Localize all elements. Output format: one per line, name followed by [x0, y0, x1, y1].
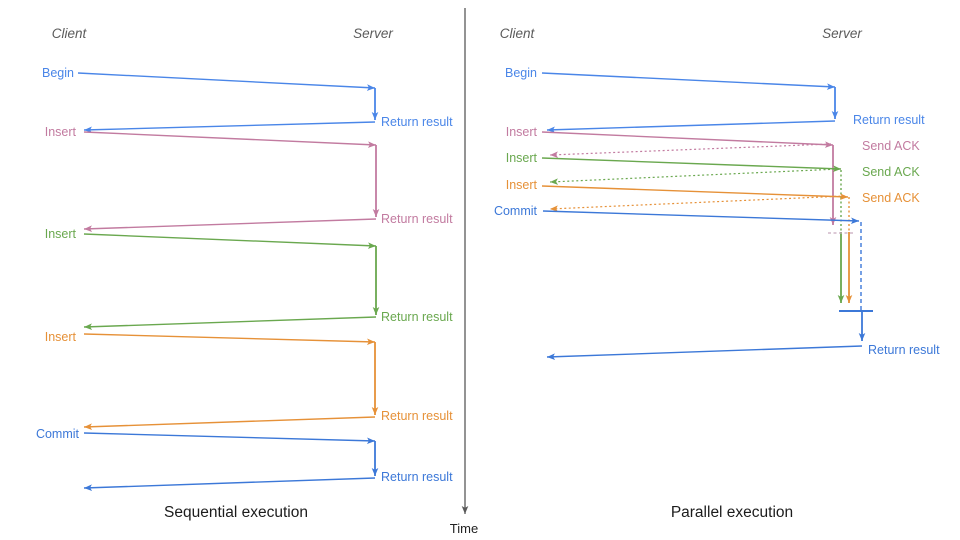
time-axis: Time — [450, 8, 478, 536]
par-commit-request-line — [542, 210, 860, 225]
seq-insert1-return-line — [83, 218, 377, 233]
seq-insert3-request-line — [83, 333, 376, 346]
sequential-diagram: Client Server Begin Return result Insert… — [36, 26, 453, 521]
seq-insert3-label: Insert — [45, 330, 77, 344]
time-axis-label: Time — [450, 521, 478, 536]
seq-commit-return-label: Return result — [381, 470, 453, 484]
par-begin-return-label: Return result — [853, 113, 925, 127]
seq-commit-return-line — [83, 477, 376, 492]
seq-step-insert-1: Insert Return result — [45, 125, 453, 233]
par-commit-label: Commit — [494, 204, 538, 218]
par-insert3-ack-line — [549, 195, 846, 212]
seq-client-header: Client — [52, 26, 88, 41]
seq-insert2-return-label: Return result — [381, 310, 453, 324]
parallel-caption: Parallel execution — [671, 504, 793, 521]
par-begin-label: Begin — [505, 66, 537, 80]
seq-begin-return-line — [83, 121, 376, 134]
par-begin-request-line — [541, 72, 836, 90]
seq-server-header: Server — [353, 26, 393, 41]
par-server-header: Server — [822, 26, 862, 41]
par-insert3-label: Insert — [506, 178, 538, 192]
seq-insert1-request-line — [83, 131, 377, 148]
par-client-header: Client — [500, 26, 536, 41]
par-insert2-label: Insert — [506, 151, 538, 165]
par-step-insert-2: Insert Send ACK — [506, 151, 920, 303]
par-begin-return-line — [546, 120, 836, 134]
seq-insert1-label: Insert — [45, 125, 77, 139]
par-insert3-request-line — [541, 185, 849, 201]
par-commit-return-line — [546, 345, 863, 361]
par-insert1-label: Insert — [506, 125, 538, 139]
seq-insert3-return-line — [83, 416, 376, 431]
seq-commit-label: Commit — [36, 427, 80, 441]
seq-insert3-return-label: Return result — [381, 409, 453, 423]
seq-step-commit: Commit Return result — [36, 427, 453, 492]
par-step-commit: Commit Return result — [494, 204, 940, 361]
par-step-begin: Begin Return result — [505, 66, 925, 134]
seq-begin-label: Begin — [42, 66, 74, 80]
par-step-insert-3: Insert Send ACK — [506, 178, 920, 303]
seq-step-insert-2: Insert Return result — [45, 227, 453, 331]
par-insert2-ack-label: Send ACK — [862, 165, 920, 179]
seq-begin-return-label: Return result — [381, 115, 453, 129]
par-insert1-ack-label: Send ACK — [862, 139, 920, 153]
seq-step-begin: Begin Return result — [42, 66, 453, 134]
par-insert2-ack-line — [549, 168, 840, 185]
seq-begin-request-line — [77, 72, 376, 91]
par-step-insert-1: Insert Send ACK — [506, 125, 920, 225]
sequential-caption: Sequential execution — [164, 504, 308, 521]
par-insert1-ack-line — [549, 143, 832, 158]
par-insert3-ack-label: Send ACK — [862, 191, 920, 205]
par-commit-return-label: Return result — [868, 343, 940, 357]
seq-commit-request-line — [83, 432, 376, 445]
par-insert2-request-line — [541, 157, 842, 173]
seq-insert2-label: Insert — [45, 227, 77, 241]
seq-insert1-return-label: Return result — [381, 212, 453, 226]
par-insert1-request-line — [541, 131, 834, 148]
seq-insert2-return-line — [83, 316, 377, 331]
seq-insert2-request-line — [83, 233, 377, 249]
parallel-diagram: Client Server Begin Return result Insert… — [494, 26, 940, 521]
seq-step-insert-3: Insert Return result — [45, 330, 453, 431]
